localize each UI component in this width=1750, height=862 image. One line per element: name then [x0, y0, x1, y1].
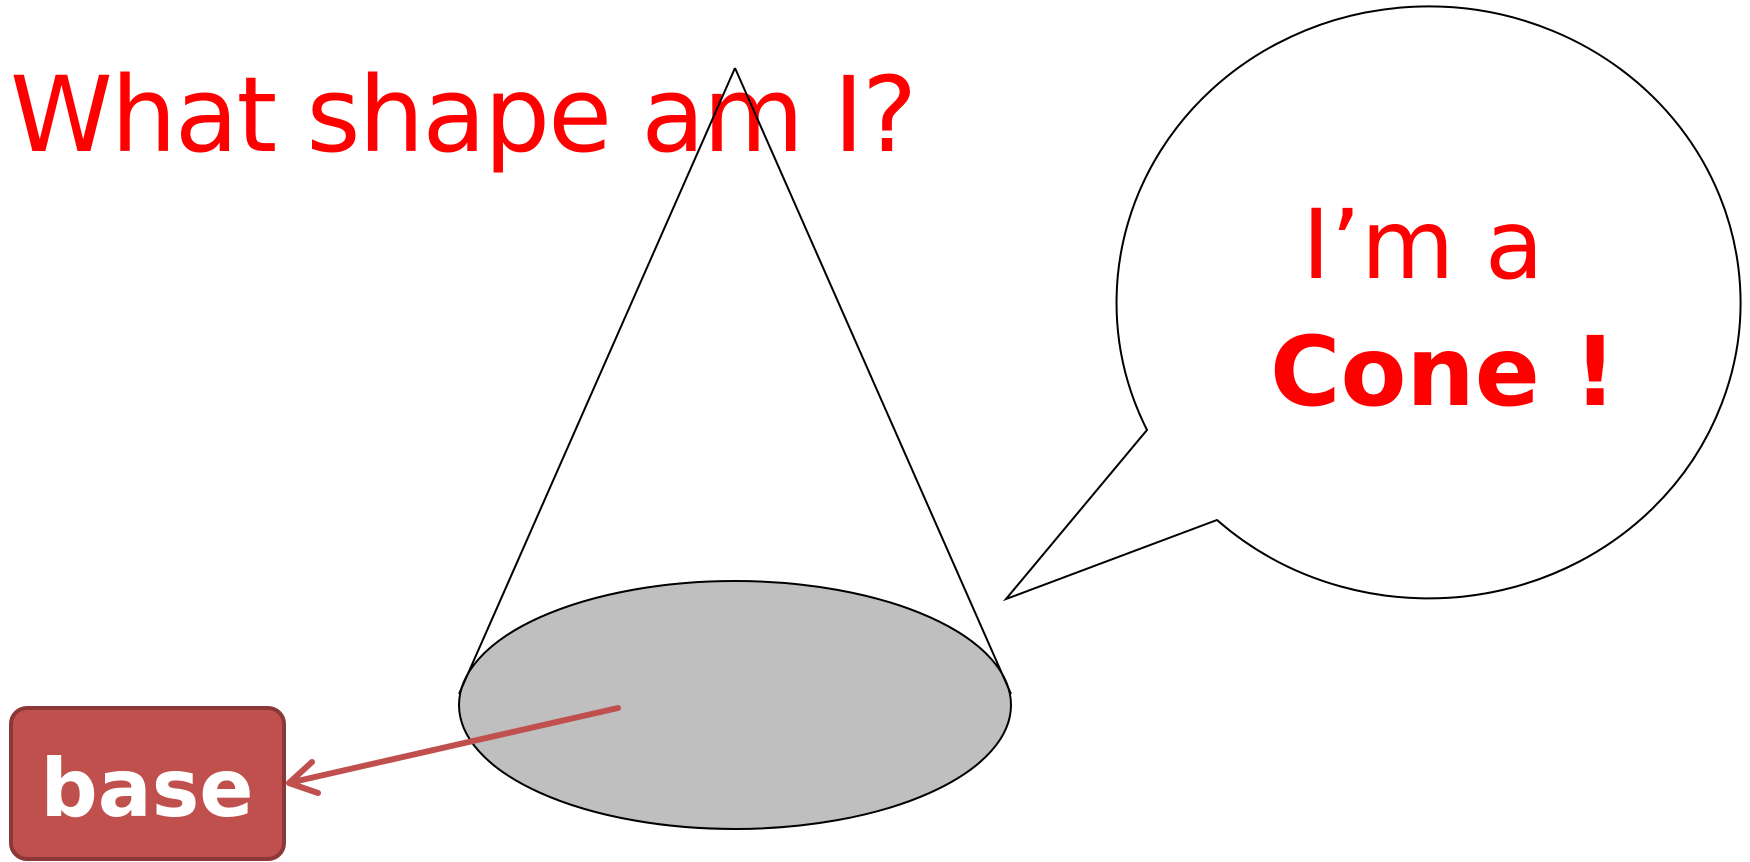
- page-title: What shape am I?: [10, 54, 915, 176]
- speech-bubble: [1006, 6, 1741, 599]
- speech-bubble-line1: I’m a: [1302, 189, 1544, 301]
- base-label: base: [40, 742, 253, 835]
- speech-bubble-line2: Cone !: [1270, 316, 1617, 428]
- cone-base: [459, 581, 1011, 829]
